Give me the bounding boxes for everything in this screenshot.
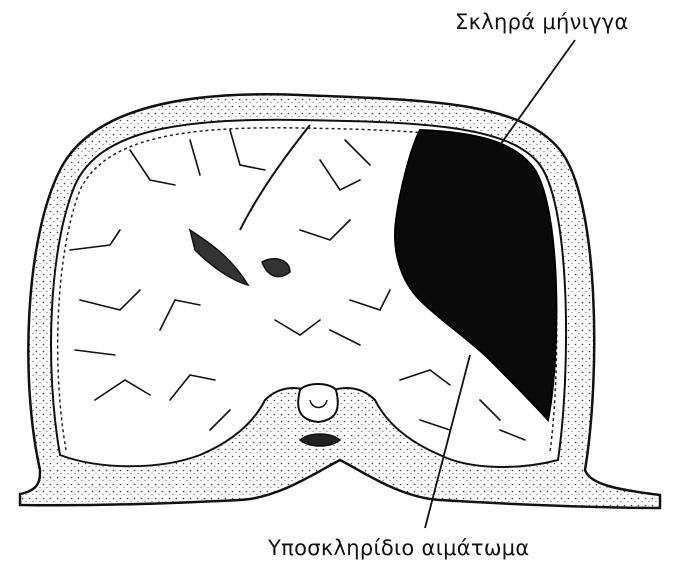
brainstem	[298, 384, 338, 422]
basal-structure	[300, 434, 340, 446]
dura-mater-label: Σκληρά μήνιγγα	[455, 10, 629, 34]
subdural-hematoma-label: Υποσκληρίδιο αιμάτωμα	[268, 536, 530, 560]
